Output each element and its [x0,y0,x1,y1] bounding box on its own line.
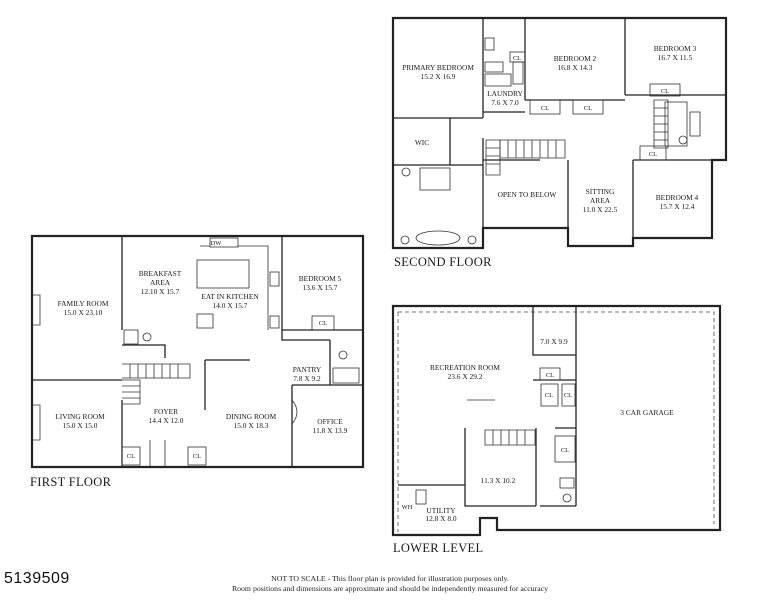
closet-label-foyer-left: CL [127,453,135,460]
room-name-sitting-area: SITTING [586,187,615,196]
closet-label-bedroom2-a: CL [541,105,549,112]
listing-id: 5139509 [4,570,70,587]
room-name-laundry: LAUNDRY [487,89,523,98]
room-dim-laundry: 7.6 X 7.0 [491,98,519,107]
room-name-bedroom2: BEDROOM 2 [554,54,597,63]
room-name-family-room: FAMILY ROOM [58,299,109,308]
dishwasher-label: DW [211,240,223,247]
water-heater-label: WH [402,504,413,511]
room-name-breakfast: BREAKFAST [139,269,182,278]
room-name-primary-bedroom: PRIMARY BEDROOM [402,63,474,72]
room-dim-family-room: 15.0 X 23.10 [64,308,103,317]
room-dim-utility: 12.8 X 8.0 [425,514,457,523]
room-dim-living-room: 15.0 X 15.0 [63,421,98,430]
room-name-sitting-area-2: AREA [590,196,611,205]
closet-label-laundry: CL [513,55,521,62]
room-name-garage: 3 CAR GARAGE [620,408,674,417]
room-dim-office: 11.8 X 13.9 [313,426,348,435]
closet-label-foyer-right: CL [193,453,201,460]
room-dim-eat-in-kitchen: 14.0 X 15.7 [213,301,248,310]
room-dim-sitting-area: 11.0 X 22.5 [583,205,618,214]
room-dim-dining-room: 15.0 X 18.3 [234,421,269,430]
room-dim-lower-small: 7.0 X 9.9 [540,337,568,346]
room-name-open-below: OPEN TO BELOW [498,190,557,199]
room-dim-bedroom2: 16.8 X 14.3 [558,63,593,72]
closet-label-lower-a: CL [546,372,554,379]
room-dim-primary-bedroom: 15.2 X 16.9 [421,72,456,81]
room-name-living-room: LIVING ROOM [55,412,105,421]
lower-level-plan [391,304,722,537]
disclaimer-line-1: NOT TO SCALE - This floor plan is provid… [271,574,509,583]
closet-label-bedroom2-b: CL [584,105,592,112]
room-name-office: OFFICE [317,417,343,426]
room-name-foyer: FOYER [154,407,178,416]
room-dim-recreation: 23.6 X 29.2 [448,372,483,381]
closet-label-bedroom3: CL [661,88,669,95]
room-name-breakfast-2: AREA [150,278,171,287]
room-dim-113: 11.3 X 10.2 [481,476,516,485]
room-dim-bedroom3: 16.7 X 11.5 [658,53,693,62]
room-name-eat-in-kitchen: EAT IN KITCHEN [201,292,259,301]
disclaimer-line-2: Room positions and dimensions are approx… [231,584,549,593]
lower-level-title: LOWER LEVEL [393,541,483,555]
room-name-wic: WIC [415,138,429,147]
closet-label-lower-c: CL [564,392,572,399]
closet-label-bedroom5: CL [319,320,327,327]
room-name-bedroom4: BEDROOM 4 [656,193,699,202]
first-floor-title: FIRST FLOOR [30,475,112,489]
room-name-pantry: PANTRY [293,365,322,374]
room-dim-bedroom5: 13.6 X 15.7 [303,283,338,292]
second-floor-plan [391,16,728,250]
closet-label-bedroom4: CL [649,151,657,158]
room-dim-foyer: 14.4 X 12.0 [149,416,184,425]
closet-label-lower-b: CL [545,392,553,399]
disclaimer: NOT TO SCALE - This floor plan is provid… [150,574,630,594]
room-name-utility: UTILITY [426,506,456,515]
room-dim-breakfast: 12.10 X 15.7 [141,287,180,296]
room-name-bedroom5: BEDROOM 5 [299,274,342,283]
first-floor-plan [30,234,365,469]
room-name-dining-room: DINING ROOM [226,412,277,421]
room-name-recreation: RECREATION ROOM [430,363,500,372]
room-dim-bedroom4: 15.7 X 12.4 [660,202,695,211]
room-dim-pantry: 7.8 X 9.2 [293,374,321,383]
second-floor-title: SECOND FLOOR [394,255,492,269]
room-name-bedroom3: BEDROOM 3 [654,44,697,53]
closet-label-lower-d: CL [561,447,569,454]
